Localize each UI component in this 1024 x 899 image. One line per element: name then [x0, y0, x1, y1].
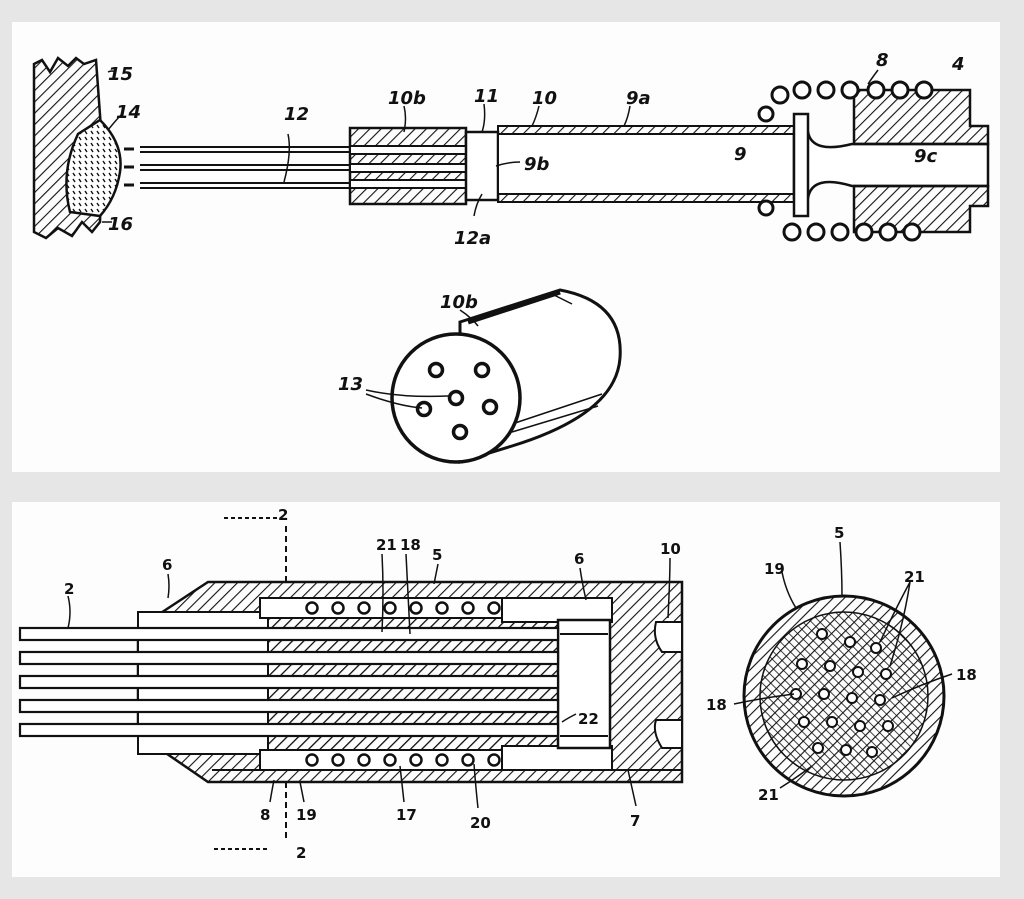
chamber-11: [464, 130, 500, 202]
label-11: 11: [474, 86, 499, 107]
wall: [32, 56, 122, 240]
label-2-wires: 2: [64, 580, 74, 598]
label-12a: 12a: [454, 228, 491, 249]
label-8: 8: [260, 806, 270, 824]
label-4: 4: [951, 54, 965, 75]
label-7: 7: [630, 812, 640, 830]
label-14: 14: [116, 102, 141, 123]
coil-8: [757, 80, 934, 242]
label-8: 8: [876, 50, 889, 71]
head-perspective: [365, 288, 622, 465]
bottom-panel: 2 2 2 6 21 18 5 6 10 22 7 20 17 19 8: [12, 502, 1000, 877]
holes-13: [415, 361, 499, 441]
label-9b: 9b: [524, 154, 550, 175]
bottom-drawing: 2 2 2 6 21 18 5 6 10 22 7 20 17 19 8: [18, 506, 977, 862]
label-17: 17: [396, 806, 417, 824]
cross-section: [742, 594, 946, 798]
label-20: 20: [470, 814, 491, 832]
label-10b: 10b: [388, 88, 426, 109]
section-line: [214, 517, 287, 850]
bore-9: [497, 133, 795, 195]
label-9a: 9a: [626, 88, 651, 109]
coil-20: [305, 601, 501, 767]
wires: [140, 146, 352, 189]
label-6-left: 6: [162, 556, 172, 574]
section-label-18-left: 18: [706, 696, 727, 714]
label-18: 18: [400, 536, 421, 554]
label-16: 16: [108, 214, 133, 235]
label-5: 5: [432, 546, 442, 564]
label-9: 9: [734, 144, 747, 165]
label-10-port: 10: [660, 540, 681, 558]
label-15: 15: [108, 64, 133, 85]
label-9c: 9c: [914, 146, 938, 167]
weld-bead: [65, 118, 122, 218]
section-label-5: 5: [834, 524, 844, 542]
label-10: 10: [532, 88, 557, 109]
section-label-21-bot: 21: [758, 786, 779, 804]
top-drawing: 15 14 16 12 12a 10b 11 10 9a 9b 9 9c 8 4: [32, 50, 990, 465]
label-13: 13: [338, 374, 363, 395]
flange: [792, 112, 810, 218]
chamber-22: [556, 618, 612, 750]
section-label-18-right: 18: [956, 666, 977, 684]
section-label-19: 19: [764, 560, 785, 578]
label-10b-mid: 10b: [440, 292, 478, 313]
wires-2: [18, 626, 560, 738]
top-panel: 15 14 16 12 12a 10b 11 10 9a 9b 9 9c 8 4: [12, 22, 1000, 472]
label-6-right: 6: [574, 550, 584, 568]
label-22: 22: [578, 710, 599, 728]
label-2-top: 2: [278, 506, 288, 524]
label-21: 21: [376, 536, 397, 554]
wire-holes-18: [790, 628, 894, 758]
spray-dashes: [124, 147, 134, 187]
label-12: 12: [284, 104, 309, 125]
label-19: 19: [296, 806, 317, 824]
section-label-21-top: 21: [904, 568, 925, 586]
label-2-bot: 2: [296, 844, 306, 862]
